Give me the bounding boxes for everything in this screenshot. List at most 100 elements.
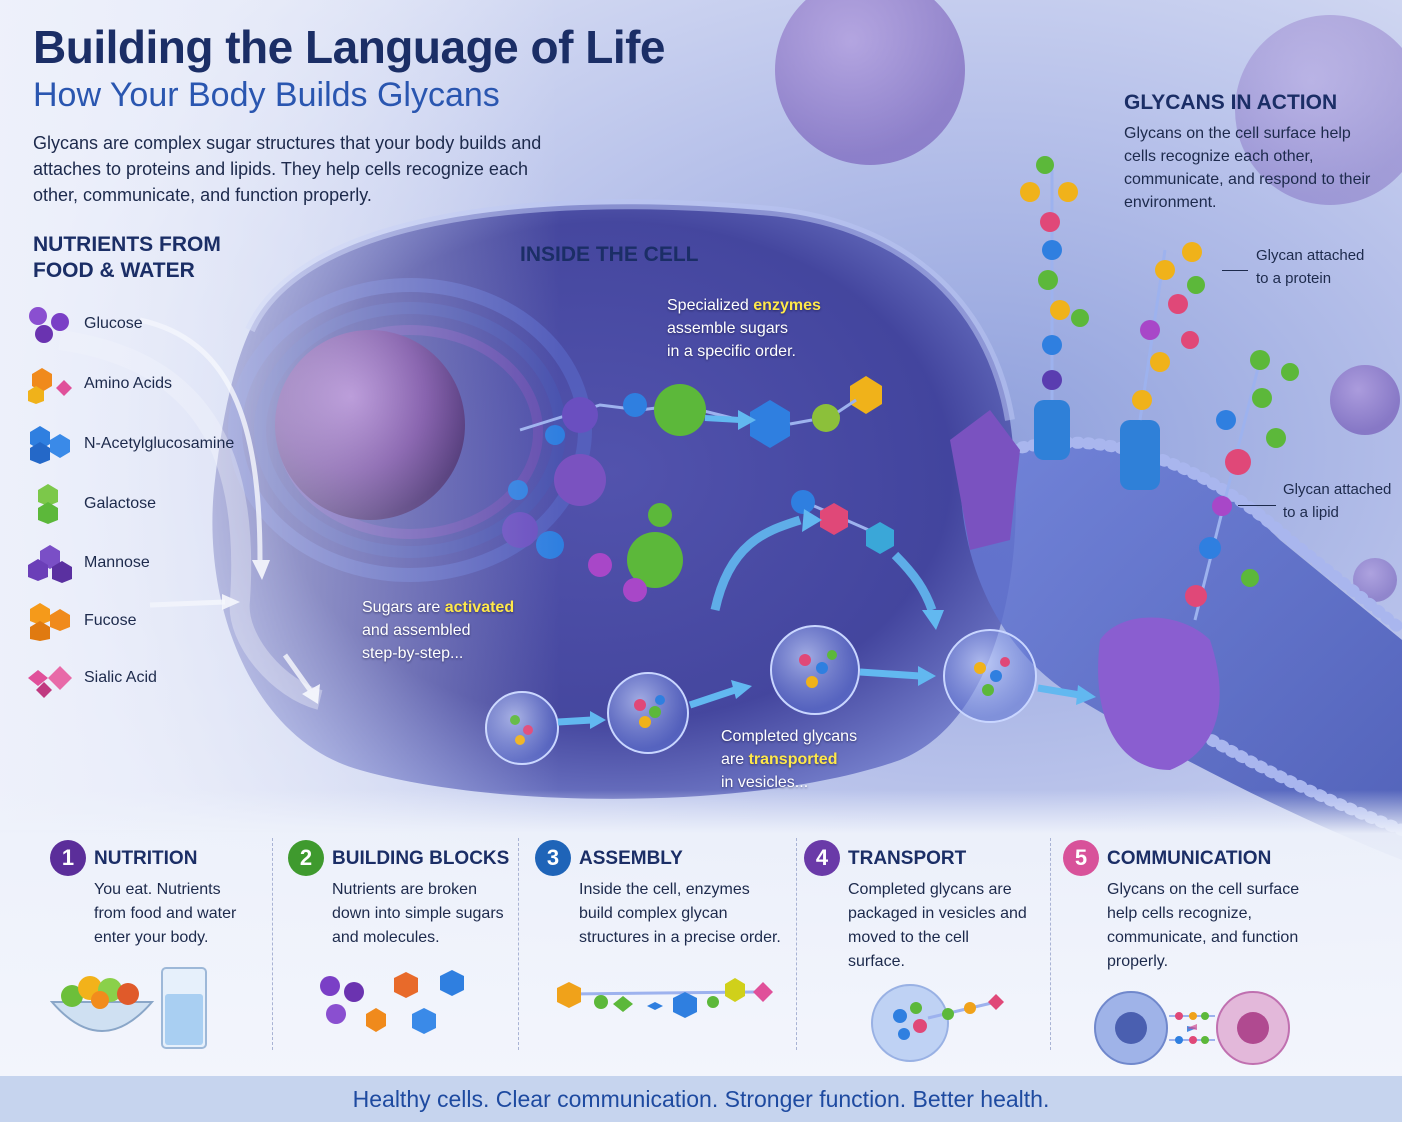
callout-line — [1222, 270, 1248, 271]
step-number-badge: 2 — [288, 840, 324, 876]
sugar-molecules-icon — [320, 970, 464, 1034]
nutrients-heading-line: NUTRIENTS FROM — [33, 233, 221, 256]
glycan-chain-lipid — [1185, 350, 1299, 621]
nutrient-label: N-Acetylglucosamine — [84, 435, 235, 452]
caption-highlight: transported — [748, 751, 838, 768]
step-title: BUILDING BLOCKS — [332, 848, 510, 869]
fucose-molecule-icon — [30, 603, 70, 641]
background-cell — [775, 0, 965, 165]
membrane-protein — [950, 410, 1020, 550]
glycan-chain-protein-2 — [1132, 242, 1205, 421]
step-description: Nutrients are broken down into simple su… — [332, 881, 504, 946]
vesicle — [607, 672, 689, 754]
flow-arrow-head — [802, 509, 822, 532]
sialic-acid-molecule-icon — [28, 666, 72, 698]
step-title: NUTRITION — [94, 848, 198, 869]
nutrient-label: Sialic Acid — [84, 669, 157, 686]
step-number-badge: 1 — [50, 840, 86, 876]
step-title: COMMUNICATION — [1107, 848, 1272, 869]
step-description: Glycans on the cell surface help cells r… — [1107, 881, 1300, 970]
step-title: TRANSPORT — [848, 848, 967, 869]
nutrient-label: Mannose — [84, 554, 150, 571]
step-description: Completed glycans are packaged in vesicl… — [848, 881, 1027, 970]
vesicle-arrows — [557, 666, 1096, 729]
nutrient-item-glucose: Glucose — [24, 304, 143, 344]
step-divider — [518, 838, 520, 1050]
salad-and-water-icon — [50, 967, 207, 1049]
caption-text: Sugars are — [362, 599, 445, 616]
nutrient-label: Fucose — [84, 612, 137, 629]
glycoprotein — [1120, 420, 1160, 490]
flow-arrow-head — [738, 410, 756, 430]
protein-glycan-callout: Glycan attached to a protein — [1256, 244, 1396, 290]
glycan-chain-protein-1 — [1020, 156, 1089, 400]
step-description: You eat. Nutrients from food and water e… — [94, 881, 237, 946]
caption-text: Specialized — [667, 297, 754, 314]
glycan-chain-icon — [557, 978, 773, 1018]
glycoprotein — [1034, 400, 1070, 460]
lipid-glycan-callout: Glycan attached to a lipid — [1283, 478, 1401, 524]
step-transport: 4 TRANSPORT Completed glycans are packag… — [804, 828, 1034, 1076]
step-communication: 5 COMMUNICATION Glycans on the cell surf… — [1063, 828, 1323, 1076]
footer-banner: Healthy cells. Clear communication. Stro… — [0, 1076, 1402, 1122]
flow-arrow-head — [922, 610, 944, 630]
caption-highlight: activated — [444, 599, 515, 616]
mannose-molecule-icon — [28, 545, 72, 583]
nutrient-label: Amino Acids — [84, 375, 173, 392]
caption-text: are — [721, 751, 749, 768]
caption-highlight: enzymes — [753, 297, 821, 314]
vesicle — [770, 625, 860, 715]
callout-line — [1238, 505, 1276, 506]
inside-cell-heading: INSIDE THE CELL — [520, 243, 699, 266]
nutrient-item-amino-acids: Amino Acids — [24, 364, 172, 404]
page-subtitle: How Your Body Builds Glycans — [33, 76, 500, 114]
callout-text: Glycan attached — [1256, 247, 1365, 264]
cell-communication-icon — [1094, 991, 1290, 1065]
vesicle-icon — [871, 984, 1004, 1062]
step-number-badge: 4 — [804, 840, 840, 876]
footer-tagline: Healthy cells. Clear communication. Stro… — [352, 1085, 1050, 1112]
step-assembly: 3 ASSEMBLY Inside the cell, enzymes buil… — [535, 828, 785, 1076]
amino-acids-molecule-icon — [28, 368, 72, 404]
nutrient-item-mannose: Mannose — [24, 543, 150, 583]
nutrient-label: Galactose — [84, 495, 157, 512]
glycans-in-action-text: Glycans on the cell surface help cells r… — [1124, 125, 1371, 211]
nutrient-item-galactose: Galactose — [24, 484, 156, 524]
nutrient-label: Glucose — [84, 315, 143, 332]
caption-text: Completed glycans — [721, 728, 858, 745]
caption-text: assemble sugars — [667, 320, 788, 337]
step-number-badge: 3 — [535, 840, 571, 876]
caption-text: in a specific order. — [667, 343, 796, 360]
nutrients-heading-line: FOOD & WATER — [33, 259, 195, 282]
background-cell — [1235, 15, 1402, 205]
step-building-blocks: 2 BUILDING BLOCKS Nutrients are broken d… — [288, 828, 510, 1076]
floating-glycan — [791, 490, 894, 554]
nutrient-item-fucose: Fucose — [24, 601, 136, 641]
steps-background — [0, 790, 1402, 1080]
intro-text: Glycans are complex sugar structures tha… — [33, 133, 542, 205]
caption-text: in vesicles... — [721, 774, 809, 791]
transport-caption: Completed glycans are transported in ves… — [721, 725, 921, 794]
process-steps: 1 NUTRITION You eat. Nutrients from food… — [0, 828, 1402, 1076]
activation-caption: Sugars are activated and assembled step-… — [362, 596, 562, 665]
callout-text: to a lipid — [1283, 504, 1339, 521]
step-divider — [796, 838, 798, 1050]
step-title: ASSEMBLY — [579, 848, 683, 869]
n-acetylglucosamine-molecule-icon — [30, 426, 70, 464]
membrane-protein — [1098, 617, 1220, 770]
step-divider — [272, 838, 274, 1050]
vesicle — [943, 629, 1037, 723]
step-nutrition: 1 NUTRITION You eat. Nutrients from food… — [50, 828, 270, 1076]
step-description: Inside the cell, enzymes build complex g… — [579, 881, 781, 946]
callout-text: to a protein — [1256, 270, 1332, 287]
page-title: Building the Language of Life — [33, 21, 666, 73]
callout-text: Glycan attached — [1283, 481, 1392, 498]
nutrient-item-sialic-acid: Sialic Acid — [24, 658, 157, 698]
flow-arrow — [704, 415, 741, 423]
caption-text: step-by-step... — [362, 645, 464, 662]
glycans-in-action-heading: GLYCANS IN ACTION — [1124, 91, 1338, 114]
enzymes-caption: Specialized enzymes assemble sugars in a… — [667, 294, 867, 363]
flow-arrow — [710, 515, 802, 611]
